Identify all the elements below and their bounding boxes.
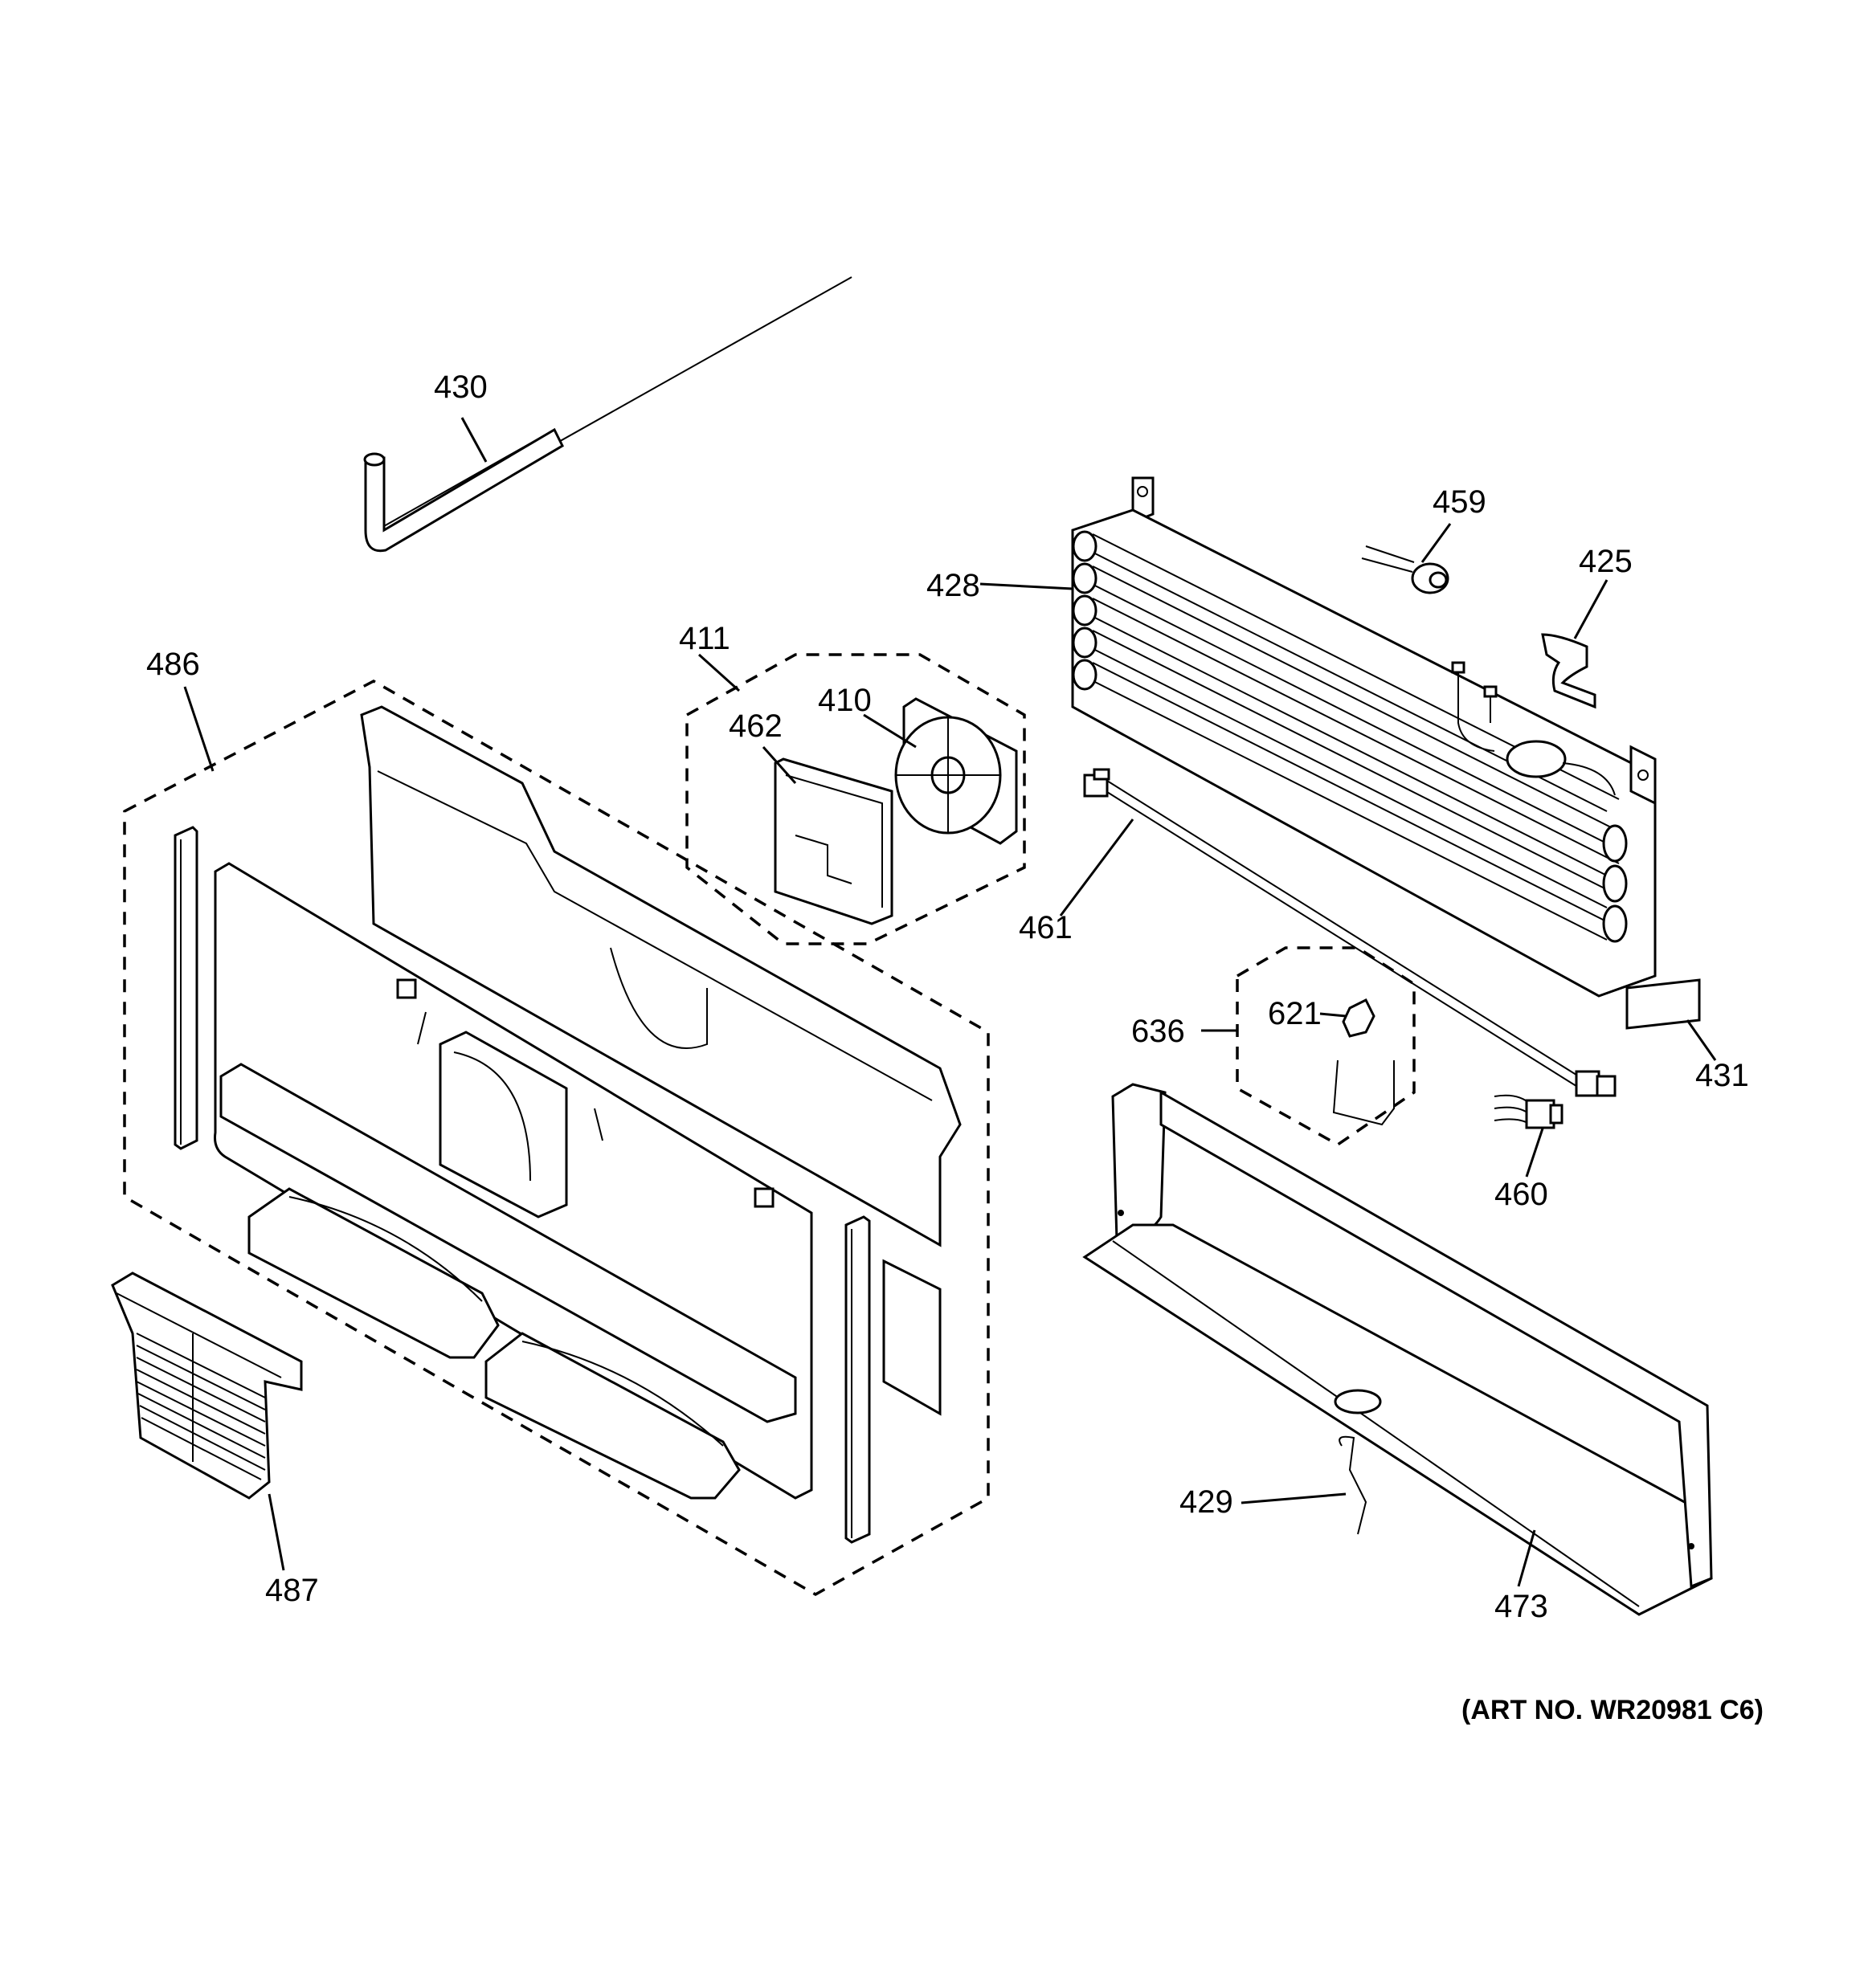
part-459-thermistor: [1361, 545, 1449, 594]
label-459: 459: [1433, 484, 1486, 520]
group-636-brackets: [1236, 946, 1416, 1147]
label-621: 621: [1268, 996, 1322, 1031]
part-461-heater: [1083, 768, 1617, 1097]
part-460-harness: [1494, 1094, 1563, 1129]
label-411: 411: [679, 621, 730, 656]
group-486-cover-assembly: [123, 680, 990, 1597]
label-425: 425: [1579, 544, 1633, 579]
part-473-drain-pan: [1082, 1083, 1713, 1616]
label-462: 462: [729, 708, 783, 744]
label-429: 429: [1179, 1484, 1233, 1520]
group-411-fan-assembly: [685, 653, 1026, 945]
label-487: 487: [265, 1573, 319, 1608]
part-487-grille: [111, 1272, 303, 1500]
part-430-tube: [363, 276, 852, 553]
cover-post-right: [844, 1215, 871, 1544]
label-460: 460: [1494, 1177, 1548, 1212]
label-428: 428: [926, 568, 980, 603]
label-636: 636: [1131, 1014, 1185, 1049]
label-486: 486: [146, 647, 200, 682]
part-429-spring: [1339, 1435, 1367, 1535]
part-410-fan: [894, 697, 1018, 845]
part-431-pad: [1625, 978, 1701, 1030]
part-462-shroud: [774, 757, 893, 925]
part-labels: 430 428 459 425 411 410 462 486 461 636 …: [146, 369, 1764, 1725]
label-461: 461: [1019, 910, 1073, 945]
part-428-evaporator: [1071, 476, 1657, 998]
label-410: 410: [818, 683, 872, 718]
cover-post-left: [174, 826, 198, 1150]
part-621-clip: [1342, 998, 1375, 1038]
part-425-clip: [1541, 633, 1596, 709]
label-473: 473: [1494, 1589, 1548, 1624]
art-number: (ART NO. WR20981 C6): [1461, 1695, 1764, 1725]
label-430: 430: [434, 369, 488, 405]
label-431: 431: [1695, 1058, 1749, 1093]
leader-lines: [183, 417, 1717, 1587]
